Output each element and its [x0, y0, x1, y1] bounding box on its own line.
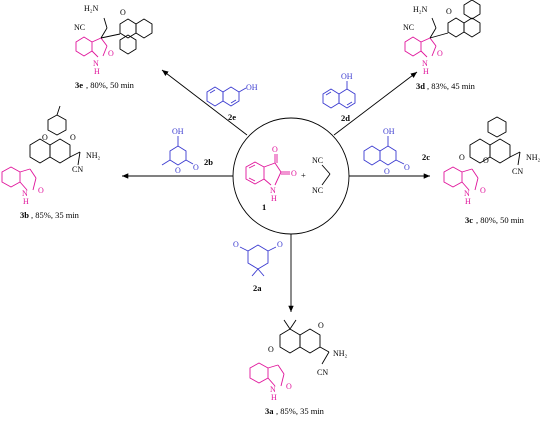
reagent-2c-oh: OH — [383, 127, 395, 136]
product-3d-nh: N — [422, 59, 428, 68]
isatin-nh-label: N — [270, 186, 276, 195]
product-3b-yield: , 85%, 35 min — [31, 210, 80, 220]
product-3b-id: 3b — [20, 210, 29, 220]
product-3c-nh2: NH₂ — [526, 153, 541, 162]
product-3a-nh: N — [270, 385, 276, 394]
reagent-2b-o2: O — [193, 163, 199, 172]
product-3e-id: 3e — [75, 80, 83, 90]
svg-text:H: H — [465, 197, 471, 206]
svg-text:H: H — [271, 393, 277, 402]
reagent-2b-oh: OH — [172, 127, 184, 136]
product-3e: H₂N O NC O N H 3e , 80%, 50 min — [74, 4, 153, 90]
reagent-2b-o1: O — [175, 166, 181, 175]
product-3d-yield: , 83%, 45 min — [427, 81, 476, 91]
arrow-to-3d — [333, 71, 418, 136]
center-reactants: O O N H 1 + NC NC — [232, 117, 350, 235]
malononitrile-nc2-label: NC — [312, 186, 323, 195]
product-3c-nh: N — [464, 189, 470, 198]
product-3b: O O NH₂ CN O N H 3b , 85%, 35 min — [1, 105, 101, 220]
svg-text:H: H — [94, 67, 100, 76]
reaction-arrows — [122, 69, 430, 312]
svg-text:H: H — [423, 67, 429, 76]
product-3b-o2: O — [70, 133, 76, 142]
arrow-to-3e — [161, 69, 248, 136]
product-3d-id: 3d — [416, 81, 425, 91]
reagent-2e-oh: OH — [246, 83, 258, 92]
reagent-2b: OH O O 2b — [161, 127, 213, 175]
product-3b-o1: O — [42, 133, 48, 142]
product-3b-o3: O — [38, 186, 44, 195]
product-3c-cn: CN — [512, 167, 523, 176]
product-3c-o3: O — [480, 186, 486, 195]
product-3c-yield: , 80%, 50 min — [476, 215, 525, 225]
product-3e-nc: NC — [74, 23, 85, 32]
reactant-number-1: 1 — [262, 202, 266, 212]
reagent-2d-label: 2d — [341, 113, 350, 123]
product-3a-cn: CN — [317, 368, 328, 377]
product-3d-o2: O — [437, 49, 443, 58]
reagent-2d-oh: OH — [341, 72, 353, 81]
product-3c: O O NH₂ CN O N H 3c , 80%, 50 min — [443, 116, 541, 225]
reagent-2b-label: 2b — [204, 157, 213, 167]
product-3c-o2: O — [483, 156, 489, 165]
product-3d-h2n: H₂N — [413, 5, 428, 14]
product-3e-o2: O — [108, 49, 114, 58]
isatin-o1-label: O — [272, 145, 278, 154]
reagent-2a-label: 2a — [253, 283, 262, 293]
product-3a-nh2: NH₂ — [333, 349, 348, 358]
malononitrile-structure: NC NC — [312, 156, 331, 195]
product-3d-nc: NC — [403, 23, 414, 32]
product-3a-yield: , 85%, 35 min — [276, 406, 325, 416]
reagent-2d: OH 2d — [322, 72, 356, 123]
reagent-2e: OH 2e — [206, 83, 258, 122]
reagent-2e-label: 2e — [228, 112, 236, 122]
reagent-2a-o2: O — [277, 240, 283, 249]
plus-sign: + — [301, 170, 306, 180]
product-3a-id: 3a — [265, 406, 274, 416]
product-3c-o1: O — [459, 153, 465, 162]
product-3e-o: O — [120, 8, 126, 17]
product-3d: H₂N O NC O N H 3d , 83%, 45 min — [403, 0, 481, 91]
reagent-2c-o1: O — [384, 167, 390, 176]
product-3c-id: 3c — [465, 215, 473, 225]
product-3a-o3: O — [286, 382, 292, 391]
product-3b-nh: N — [22, 189, 28, 198]
product-3a: O O NH₂ CN O N H 3a , 85%, 35 min — [249, 319, 348, 416]
product-3b-nh2: NH₂ — [86, 151, 101, 160]
reagent-2c-label: 2c — [422, 152, 430, 162]
malononitrile-nc1-label: NC — [312, 156, 323, 165]
product-3a-o1: O — [268, 345, 274, 354]
svg-text:H: H — [271, 194, 277, 203]
product-3e-h2n: H₂N — [84, 4, 99, 13]
product-3d-o: O — [446, 7, 452, 16]
reagent-2a: O O 2a — [233, 240, 283, 293]
reagent-2a-o1: O — [233, 240, 239, 249]
isatin-o2-label: O — [291, 169, 297, 178]
svg-text:H: H — [23, 197, 29, 206]
reagent-2c-o2: O — [404, 163, 410, 172]
product-3e-yield: , 80%, 50 min — [86, 80, 135, 90]
reagent-2c: OH O O 2c — [363, 127, 430, 176]
product-3b-cn: CN — [72, 165, 83, 174]
product-3e-nh: N — [93, 59, 99, 68]
isatin-structure: O O N H — [245, 145, 297, 203]
product-3a-o2: O — [318, 321, 324, 330]
